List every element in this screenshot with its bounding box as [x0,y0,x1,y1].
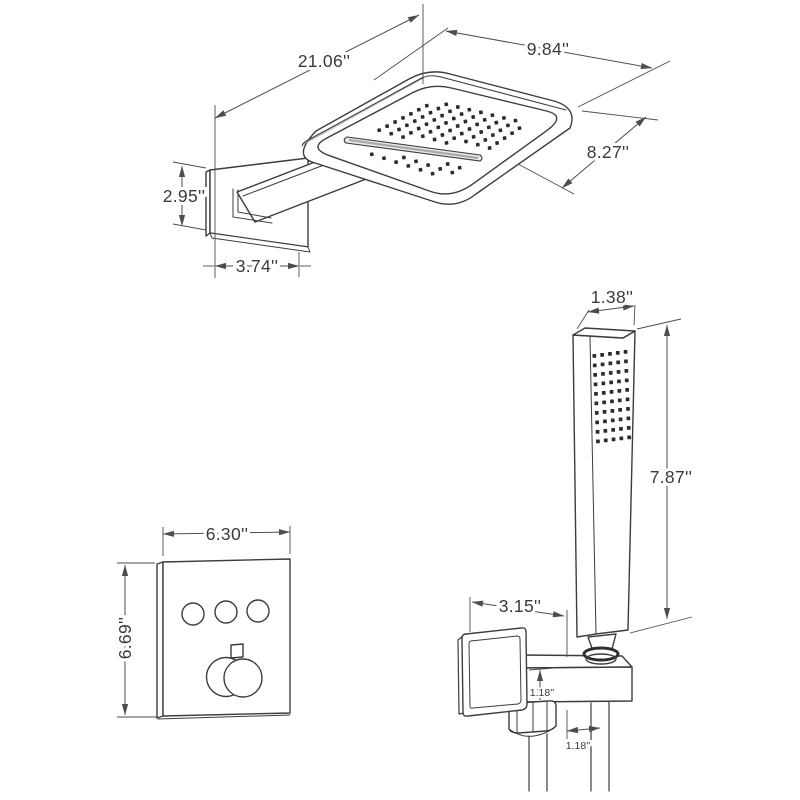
label-total-projection: 21.06'' [298,51,351,71]
dim-head-width [373,27,671,108]
dim-head-depth [517,110,659,195]
valve-plate-bottom-edge [157,714,291,720]
label-outlet-spacing: 1.18'' [566,740,590,752]
valve-plate-side [156,561,164,719]
label-valve-width: 6.30'' [206,524,249,544]
dim-escutcheon-height [172,161,207,231]
dim-valve-height [117,562,158,718]
dim-escutcheon-width [203,252,311,277]
waterfall-slot [343,136,483,162]
holder-flange-outer [461,627,528,717]
dim-bracket-height [528,667,555,701]
label-head-depth: 8.27'' [587,142,630,162]
dim-total-projection [214,4,424,278]
hand-shower-wand [572,327,636,665]
wand-edge [589,336,597,635]
label-hand-width: 1.38'' [591,287,634,307]
label-bracket-height: 1.18'' [530,687,554,699]
dim-hand-width [576,304,636,330]
valve-trim-plate [156,558,291,720]
label-head-width: 9.84'' [527,39,570,59]
dim-outlet-spacing [566,710,601,739]
wand-body [572,330,636,638]
label-escutcheon-height: 2.95'' [163,186,206,206]
dim-bracket-width [469,597,568,657]
hex-nut-bottom [508,725,557,737]
holder-flange-inner [468,635,522,709]
valve-button-3 [246,599,270,623]
valve-button-2 [214,600,238,624]
head-rim-contour [301,75,567,147]
dim-hand-length [629,318,693,634]
shower-arm-endcap [232,188,273,224]
dim-valve-width [162,526,291,556]
wand-top-face [572,327,636,339]
dimension-annotations: 21.06'' 9.84'' 8.27'' 2.95'' 3.74'' 1.38… [112,4,695,754]
hand-shower-holder [457,627,633,792]
valve-knob-front [223,658,263,698]
label-valve-height: 6.69'' [115,617,135,660]
rain-shower-assembly [205,71,573,253]
supply-hoses [528,701,610,792]
label-hand-length: 7.87'' [650,467,693,487]
label-bracket-width: 3.15'' [499,596,542,616]
arm-escutcheon-bottom [209,232,311,253]
valve-button-1 [181,602,205,626]
wand-nozzle-grid [592,350,631,444]
wand-collar-lower [585,653,617,665]
valve-knob-stem [230,643,244,659]
label-escutcheon-width: 3.74'' [236,256,279,276]
